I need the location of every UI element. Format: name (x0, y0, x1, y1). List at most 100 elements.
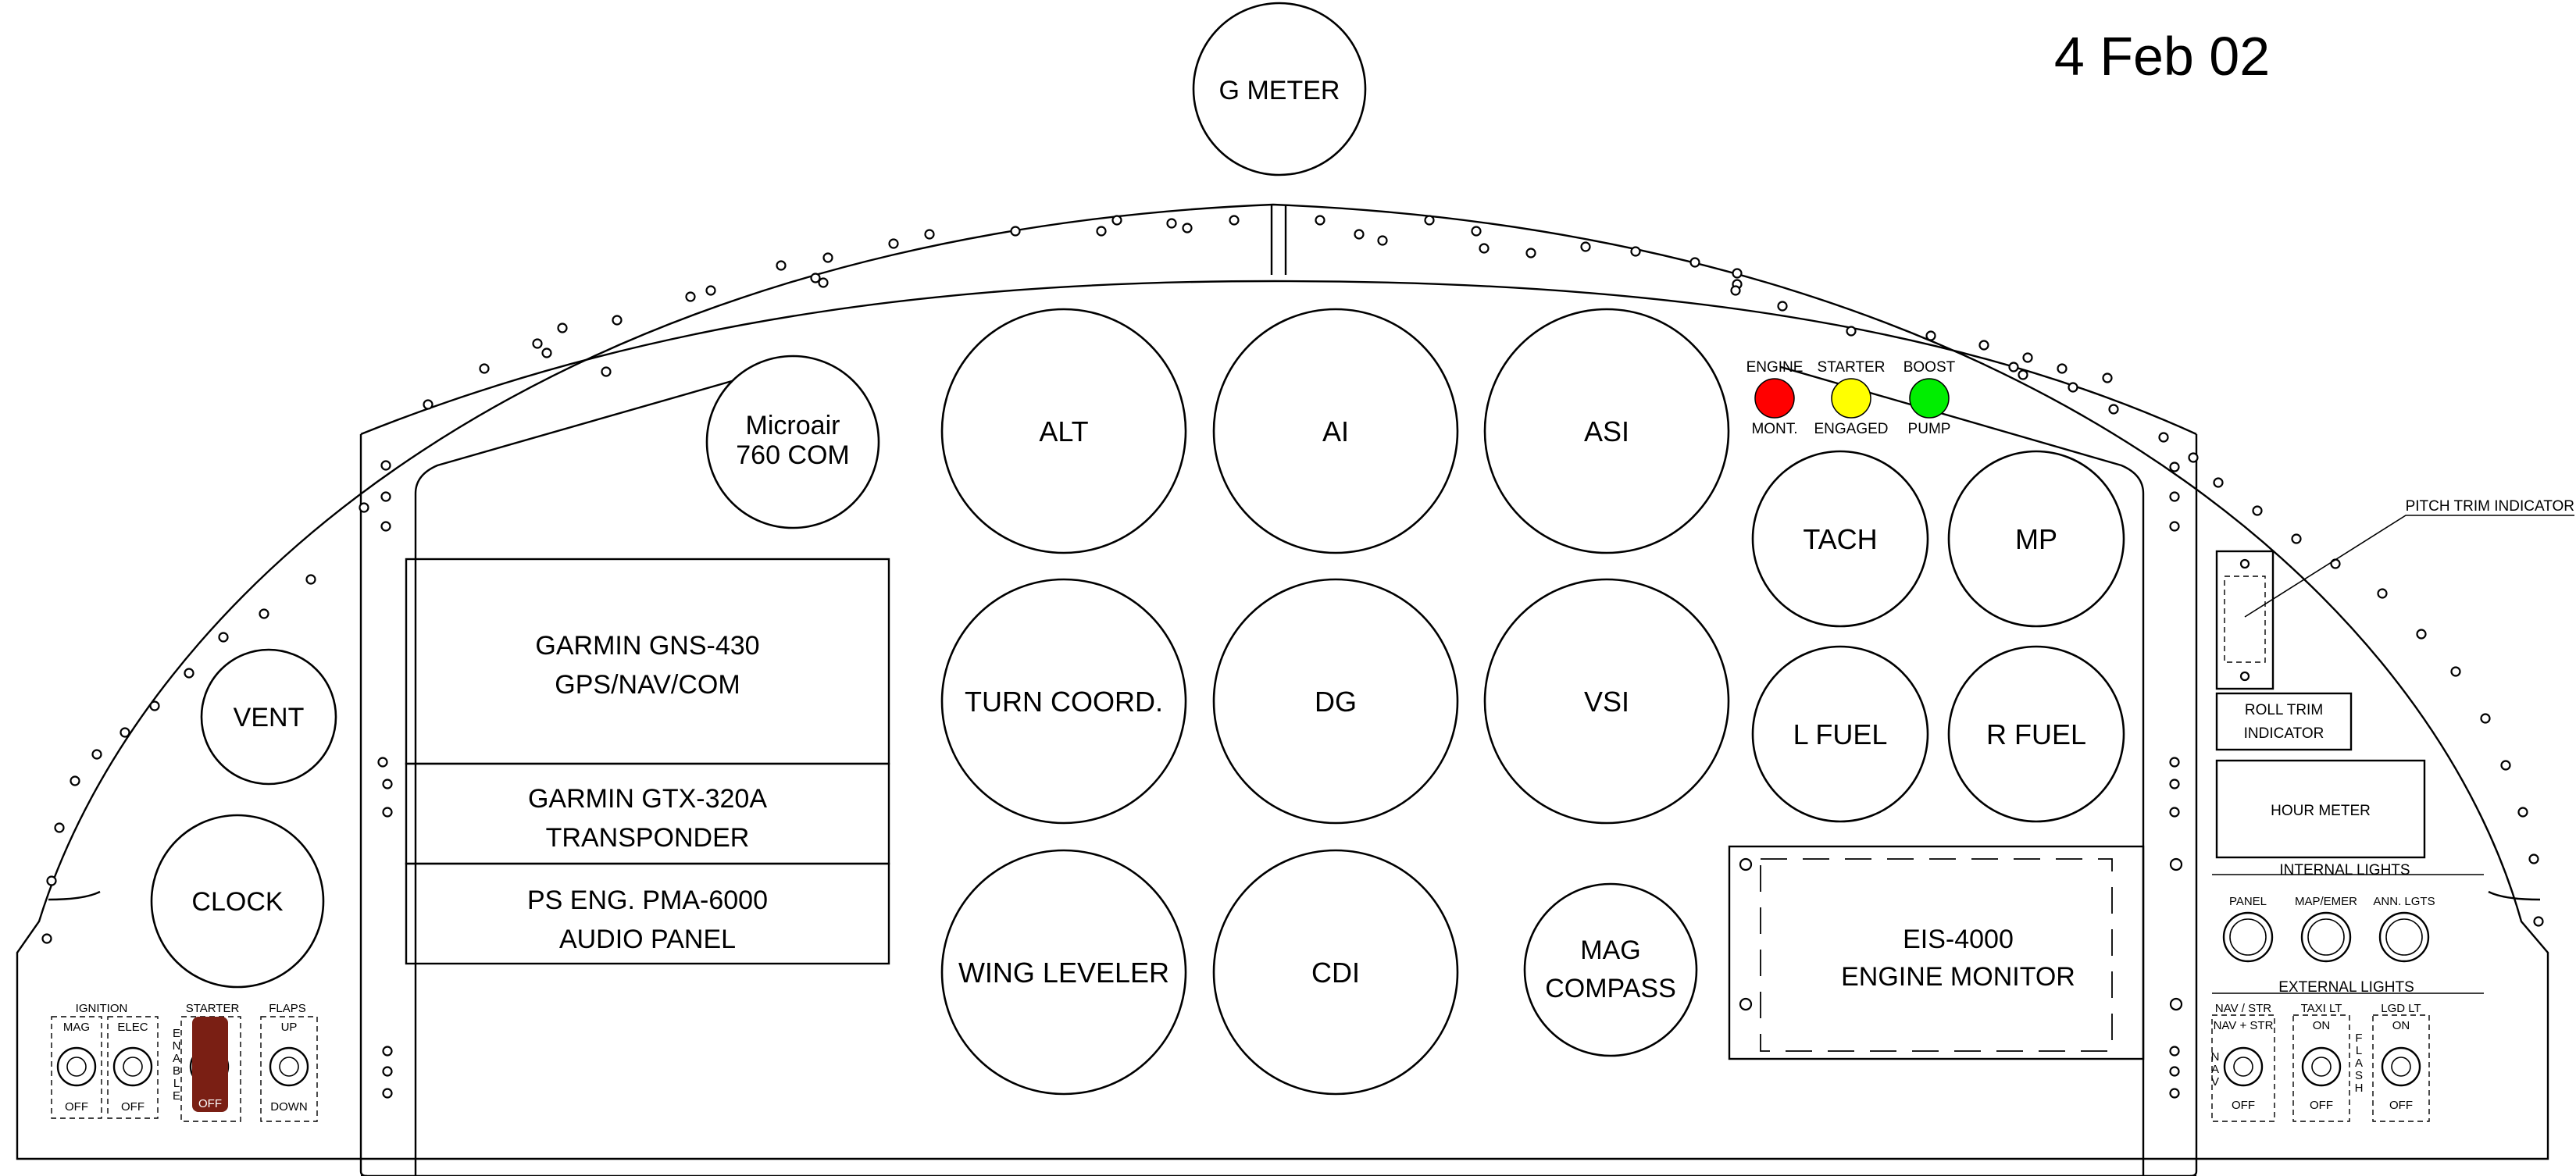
l-fuel-label: L FUEL (1793, 718, 1888, 750)
altimeter: ALT (940, 308, 1187, 554)
pitch-trim-leader-line (2244, 515, 2574, 618)
rivet-hole-icon (924, 229, 935, 240)
rivet-hole-icon (1010, 226, 1021, 237)
rivet-hole-icon (1096, 226, 1107, 237)
vertical-speed-indicator: VSI (1483, 578, 1730, 825)
rivet-hole-icon (380, 521, 391, 532)
engine-annunciator-label-bottom: MONT. (1751, 421, 1797, 437)
taxi-light-switch-icon[interactable] (2301, 1046, 2342, 1087)
enable-vert-l: L (173, 1077, 180, 1090)
rivet-hole-icon (305, 574, 316, 585)
ann-lgts-knob-icon[interactable] (2378, 911, 2430, 963)
rivet-hole-icon (2022, 352, 2033, 363)
right-frame (2189, 434, 2198, 1176)
eis-label-2: ENGINE MONITOR (1841, 962, 2075, 992)
rivet-hole-icon (541, 347, 552, 358)
rivet-hole-icon (1730, 285, 1741, 296)
roll-trim-label-1: ROLL TRIM (2245, 702, 2323, 718)
hour-meter-label: HOUR METER (2271, 803, 2371, 819)
mag-compass: MAG COMPASS (1523, 882, 1698, 1057)
flash-vert-a: A (2355, 1057, 2363, 1070)
landing-light-switch-icon[interactable] (2381, 1046, 2421, 1087)
panel-outline (16, 203, 2549, 1176)
map-emer-light-knob-icon[interactable] (2300, 911, 2352, 963)
rivet-hole-icon (1525, 248, 1536, 258)
pma6000-box (405, 862, 890, 965)
right-fuel-gauge: R FUEL (1947, 645, 2125, 823)
rivet-hole-icon (2169, 779, 2180, 789)
nav-vert-a: A (2211, 1063, 2219, 1076)
rivet-hole-icon (54, 822, 65, 833)
taxi-off-label: OFF (2310, 1099, 2333, 1112)
rivet-hole-icon (2252, 505, 2263, 516)
rivet-hole-icon (91, 749, 102, 760)
boost-annunciator-label-top: BOOST (1903, 359, 1956, 376)
tach-label: TACH (1803, 523, 1877, 555)
eis-outer-box (1728, 845, 2145, 1060)
mag-ignition-switch-icon[interactable] (56, 1046, 97, 1087)
rivet-hole-icon (2517, 807, 2528, 818)
rivet-hole-icon (377, 757, 388, 768)
right-frame-inner (1780, 365, 2145, 1176)
starter-switch-label: STARTER (186, 1002, 240, 1015)
elec-label: ELEC (117, 1021, 148, 1034)
rivet-hole-icon (1471, 226, 1482, 237)
bottom-edge (16, 1071, 2549, 1160)
enable-vert-a: A (173, 1052, 180, 1065)
internal-lights-label: INTERNAL LIGHTS (2279, 862, 2410, 878)
rivet-hole-icon (120, 727, 130, 738)
pma6000-label-1: PS ENG. PMA-6000 (527, 886, 768, 915)
external-lights-label: EXTERNAL LIGHTS (2278, 979, 2414, 996)
rivet-hole-icon (382, 1066, 393, 1077)
nav-str-switch-icon[interactable] (2223, 1046, 2264, 1087)
gtx320-label-1: GARMIN GTX-320A (528, 784, 767, 814)
vsi-label: VSI (1584, 686, 1629, 718)
vent-label: VENT (234, 703, 305, 732)
taxi-lt-label: TAXI LT (2301, 1002, 2342, 1015)
rivet-hole-icon (2068, 382, 2078, 393)
rivet-hole-icon (380, 460, 391, 471)
ignition-label: IGNITION (76, 1002, 128, 1015)
starter-guard-handle-icon[interactable] (192, 1017, 228, 1112)
rivet-hole-icon (1166, 218, 1177, 229)
manifold-pressure: MP (1947, 450, 2125, 628)
left-switch-panel: IGNITION MAG ELEC OFF OFF STARTER E N A … (51, 1002, 318, 1122)
drawing-date: 4 Feb 02 (2054, 26, 2270, 87)
rivet-hole-icon (2057, 363, 2068, 374)
flaps-switch-icon[interactable] (269, 1046, 309, 1087)
nav-vert-n: N (2211, 1050, 2220, 1064)
g-meter: G METER (1192, 2, 1367, 176)
mag-off-label: OFF (65, 1100, 88, 1114)
rivet-hole-icon (1424, 215, 1435, 226)
rivet-hole-icon (557, 323, 568, 333)
rivet-hole-icon (2158, 432, 2169, 443)
rivet-hole-icon (2008, 362, 2019, 372)
roll-trim-label-2: INDICATOR (2244, 725, 2324, 742)
rivet-hole-icon (532, 338, 543, 349)
nav-str-inner-label: NAV + STR (2214, 1019, 2274, 1032)
rivet-hole-icon (2291, 533, 2302, 544)
gtx320-label-2: TRANSPONDER (546, 823, 750, 853)
elec-ignition-switch-icon[interactable] (112, 1046, 153, 1087)
rivet-hole-icon (2377, 588, 2388, 599)
gns430-label-2: GPS/NAV/COM (555, 670, 740, 700)
rivet-hole-icon (149, 700, 160, 711)
hour-meter-box (2215, 759, 2426, 859)
starter-annunciator-label-top: STARTER (1818, 359, 1886, 376)
rivet-hole-icon (359, 502, 369, 513)
enable-vert-n: N (173, 1039, 181, 1053)
asi-label: ASI (1584, 415, 1629, 447)
rivet-hole-icon (612, 315, 623, 326)
clock-label: CLOCK (191, 887, 283, 917)
rivet-hole-icon (1182, 223, 1193, 233)
rivet-hole-icon (2169, 757, 2180, 768)
starter-switch-icon[interactable] (189, 1017, 230, 1112)
panel-light-knob-icon[interactable] (2222, 911, 2274, 963)
rivet-hole-icon (705, 285, 716, 296)
enable-vert-e2: E (173, 1089, 180, 1103)
rivet-hole-icon (382, 779, 393, 789)
ann-lgts-label: ANN. LGTS (2373, 895, 2435, 908)
wing-leveler-label: WING LEVELER (958, 957, 1169, 989)
rivet-hole-icon (218, 632, 229, 643)
